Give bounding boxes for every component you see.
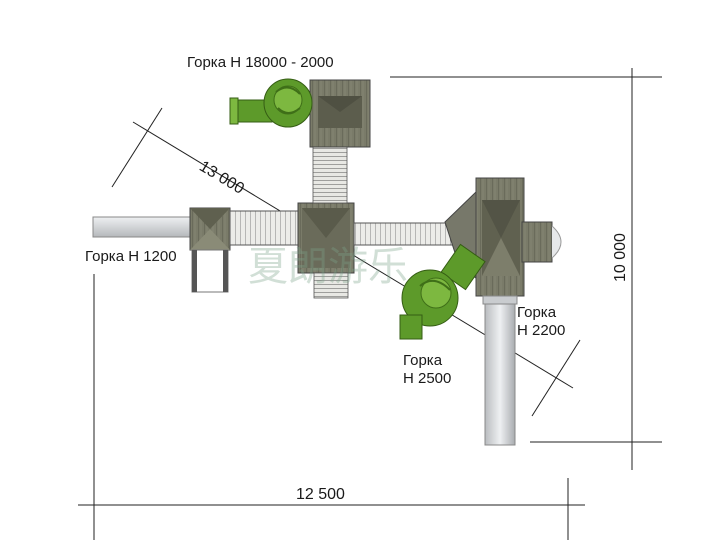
label-middle-slide-1: Горка	[403, 352, 443, 369]
middle-spiral-slide	[399, 243, 486, 340]
center-tower	[297, 202, 355, 299]
watermark: 夏朗游乐	[248, 244, 408, 290]
label-right-slide-2: Н 2200	[517, 322, 566, 339]
right-bridge	[353, 222, 459, 246]
label-right-slide-1: Горка	[517, 304, 557, 321]
top-stairs	[312, 146, 348, 204]
label-left-slide: Горка Н 1200	[85, 248, 177, 265]
height-dimension: 10 000	[612, 233, 629, 282]
top-spiral-slide	[229, 78, 313, 128]
diagonal-tick-bottom	[531, 339, 581, 417]
width-dimension: 12 500	[296, 486, 345, 503]
label-middle-slide-2: Н 2500	[403, 370, 452, 387]
label-top-slide: Горка Н 18000 - 2000	[187, 54, 334, 71]
left-tower	[189, 207, 231, 293]
right-tower	[444, 177, 562, 297]
left-slide	[92, 216, 194, 238]
top-tower	[309, 79, 371, 148]
left-bridge	[229, 210, 299, 246]
diagonal-tick-top	[111, 107, 163, 188]
right-straight-slide	[482, 295, 518, 446]
